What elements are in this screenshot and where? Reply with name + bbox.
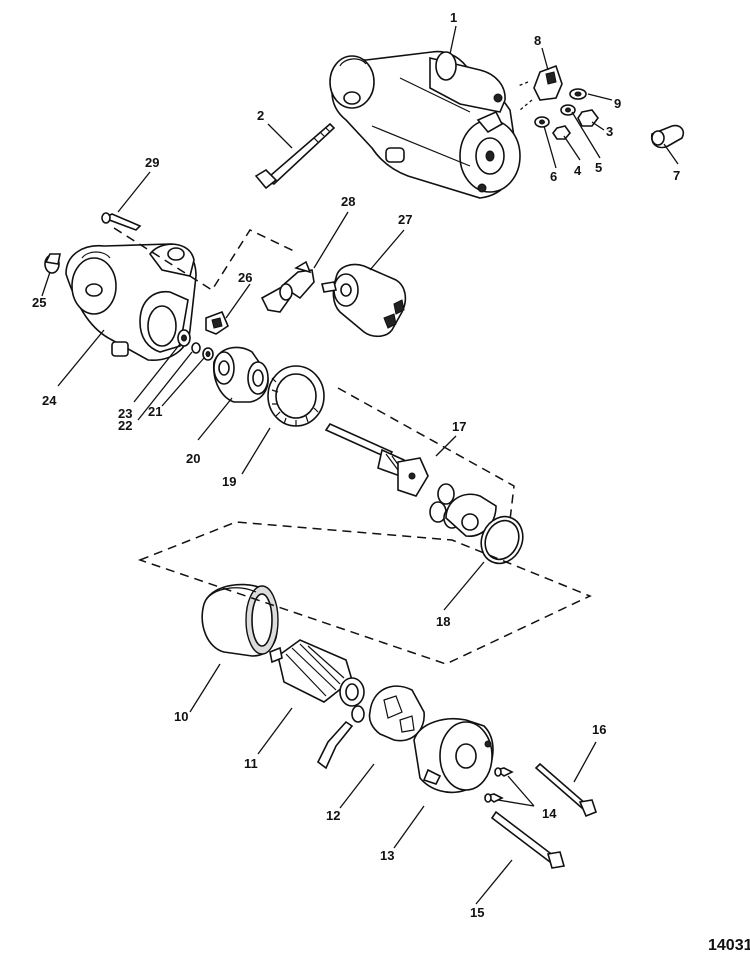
bushing-25 [44,253,61,274]
through-bolt-16 [534,762,597,818]
callout-4: 4 [574,163,582,178]
callout-24: 24 [42,393,57,408]
callout-28: 28 [341,194,355,209]
bracket-26 [205,310,229,335]
callout-20: 20 [186,451,200,466]
callout-15: 15 [470,905,484,920]
callout-18: 18 [436,614,450,629]
diagram-reference-number: 14031 [708,937,750,954]
callout-3: 3 [606,124,613,139]
callout-22: 22 [118,418,132,433]
callout-16: 16 [592,722,606,737]
screw-29 [101,212,142,231]
brush-holder-12 [316,685,425,770]
callout-25: 25 [32,295,46,310]
planetary-shaft-17 [324,422,497,537]
callout-9: 9 [614,96,621,111]
callout-2: 2 [257,108,264,123]
callout-12: 12 [326,808,340,823]
armature-11 [269,639,365,707]
solenoid-27 [321,263,407,338]
callout-27: 27 [398,212,412,227]
callout-29: 29 [145,155,159,170]
callout-14: 14 [542,806,557,821]
callout-21: 21 [148,404,162,419]
callout-8: 8 [534,33,541,48]
starter-assembly [329,50,521,199]
screws-14 [484,767,514,803]
dashed-boundary-motor [137,521,592,665]
drive-housing-24 [65,243,197,361]
washers-21-22-23 [177,329,214,361]
drive-clutch-20 [212,346,269,403]
callout-19: 19 [222,474,236,489]
callout-10: 10 [174,709,188,724]
field-frame-10 [201,583,279,657]
callout-6: 6 [550,169,557,184]
callout-26: 26 [238,270,252,285]
through-bolt-2 [254,122,336,190]
ring-gear-19 [267,365,325,427]
callout-11: 11 [244,756,258,771]
end-frame-13 [413,718,494,794]
callout-13: 13 [380,848,394,863]
callout-1: 1 [450,10,457,25]
callout-5: 5 [595,160,602,175]
shift-lever-28 [260,260,315,313]
dashed-boundary-planetary [337,387,515,521]
leader-lines [41,25,679,905]
terminal-hardware [517,64,685,149]
callout-17: 17 [452,419,466,434]
callout-labels: 1 2 3 4 5 6 7 8 9 10 11 12 13 14 15 16 1… [32,10,680,920]
callout-7: 7 [673,168,680,183]
callout-23: 23 [118,406,132,421]
through-bolt-15 [490,810,566,869]
dashed-boundary-upper [113,227,297,292]
o-ring-18 [480,515,524,565]
